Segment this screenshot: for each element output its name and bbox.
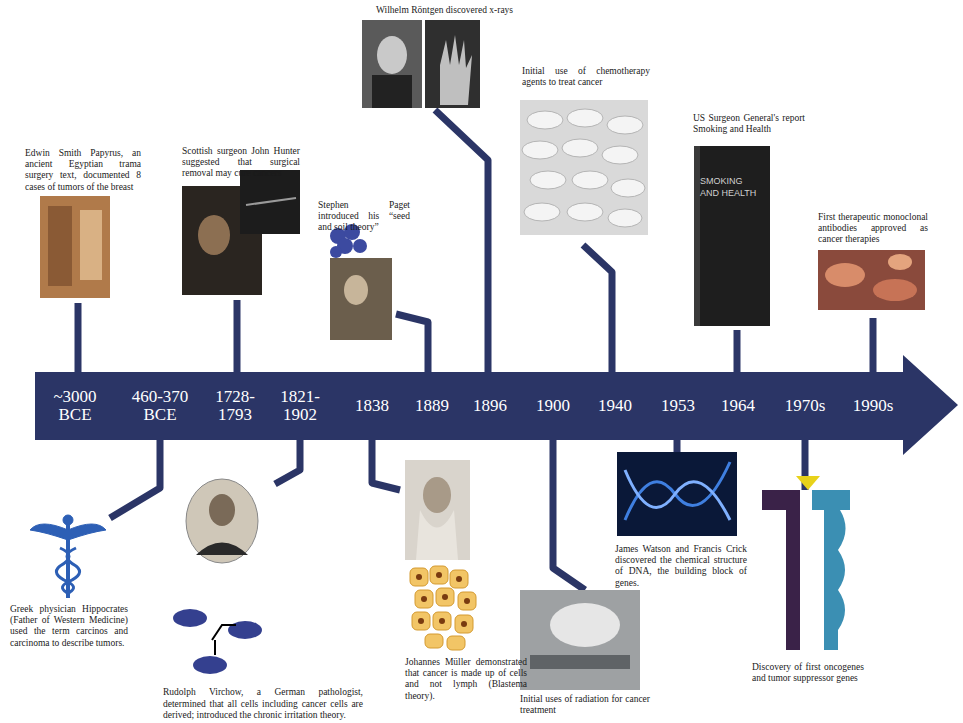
event-caption: Discovery of first oncogenes and tumor s… [752, 662, 864, 684]
date-label: 1728-1793 [214, 388, 256, 424]
event-caption: Wilhelm Röntgen discovered x-rays [376, 5, 546, 16]
event-caption: Scottish surgeon John Hunter suggested t… [182, 146, 300, 180]
date-label: 1896 [473, 397, 507, 415]
event-caption: Initial use of chemotherapy agents to tr… [522, 66, 650, 88]
date-label: 1990s [853, 397, 894, 415]
event-caption: Greek physician Hippocrates (Father of W… [10, 604, 128, 649]
date-label: 460-370 BCE [128, 388, 192, 424]
event-caption: Stephen Paget introduced his “seed and s… [318, 200, 410, 234]
date-label: 1953 [661, 397, 695, 415]
date-label: 1889 [415, 397, 449, 415]
event-caption: Rudolph Virchow, a German pathologist, d… [163, 687, 363, 721]
event-caption: First therapeutic monoclonal antibodies … [818, 212, 928, 246]
event-caption: Initial uses of radiation for cancer tre… [520, 694, 650, 716]
date-label: ~3000 BCE [50, 388, 100, 424]
date-label: 1970s [785, 397, 826, 415]
date-label: 1821-1902 [279, 388, 321, 424]
event-caption: US Surgeon General's report Smoking and … [693, 113, 805, 135]
leader-lines [78, 110, 873, 590]
date-label: 1900 [536, 397, 570, 415]
date-label: 1940 [598, 397, 632, 415]
book-title: SMOKING AND HEALTH [700, 176, 762, 199]
event-caption: James Watson and Francis Crick discovere… [615, 544, 747, 589]
event-caption: Johannes Müller demonstrated that cancer… [405, 657, 527, 702]
timeline-arrow: ~3000 BCE 460-370 BCE 1728-1793 1821-1902 18… [35, 355, 958, 455]
event-caption: Edwin Smith Papyrus, an ancient Egyptian… [25, 148, 141, 193]
date-label: 1964 [721, 397, 755, 415]
date-label: 1838 [355, 397, 389, 415]
